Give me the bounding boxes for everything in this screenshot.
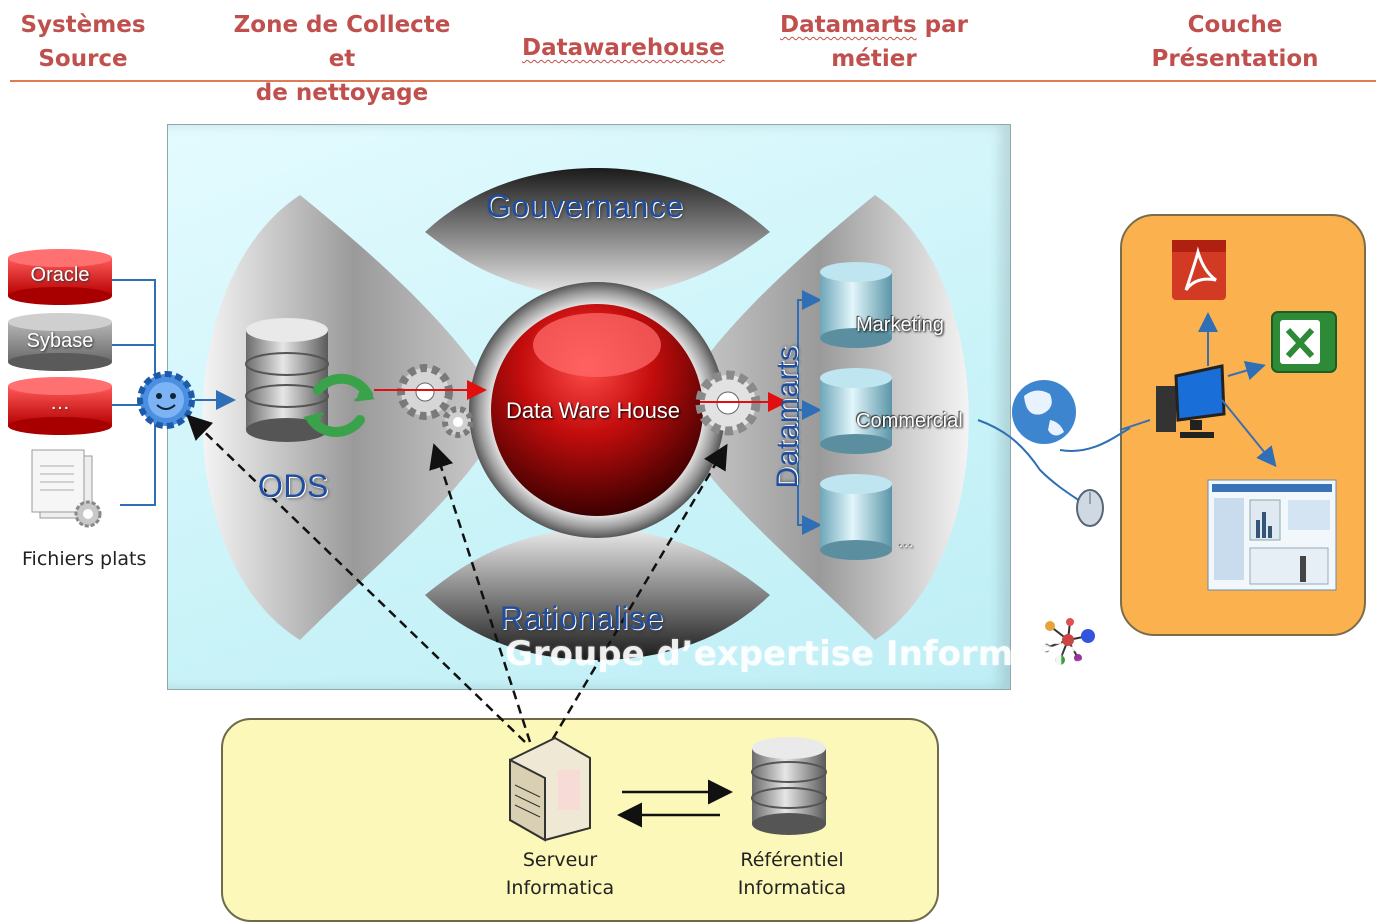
server-label-line2: Informatica: [505, 877, 615, 899]
header-source-line2: Source: [38, 46, 128, 72]
rationalise-label: Rationalise: [500, 600, 664, 636]
datamarts-vertical-label: Datamarts: [771, 345, 804, 489]
network-icon: [1041, 618, 1095, 665]
sybase-database-icon: [8, 313, 112, 371]
sybase-label: Sybase: [26, 330, 94, 352]
excel-icon: [1271, 311, 1337, 373]
wedge-left: [202, 195, 505, 640]
wedge-top: [425, 168, 770, 300]
header-presentation-line2: Présentation: [1151, 46, 1319, 72]
source-other: …: [8, 380, 112, 436]
header-dwh: Datawarehouse: [522, 31, 725, 65]
other-datamart-label: …: [898, 534, 914, 551]
repository-database-icon: [751, 737, 827, 835]
datamart-connector: [797, 290, 822, 535]
repository-label-line2: Informatica: [737, 877, 847, 899]
blue-gear-icon: [137, 371, 195, 429]
pdf-icon: [1172, 240, 1226, 300]
other-source-label: …: [50, 392, 70, 414]
server-icon: [509, 736, 591, 842]
sync-arrows-bottom: [617, 779, 733, 828]
datamart-marketing-database-icon: [820, 262, 892, 348]
mouse-icon: [1076, 489, 1104, 527]
header-datamarts-line2: métier: [831, 46, 917, 72]
globe-icon: [1012, 380, 1076, 444]
computer-icon: [1156, 364, 1226, 438]
header-source: Systèmes Source: [18, 8, 148, 76]
header-datamarts: Datamarts par métier: [778, 8, 970, 76]
repository-label-line1: Référentiel: [740, 849, 844, 871]
source-sybase: Sybase: [8, 316, 112, 372]
server-label: Serveur Informatica: [480, 846, 640, 902]
datamart-other-database-icon: [820, 474, 892, 560]
other-database-icon: [8, 377, 112, 435]
commercial-label: Commercial: [856, 410, 963, 432]
server-label-line1: Serveur: [522, 849, 598, 871]
header-presentation-line1: Couche: [1187, 12, 1283, 38]
header-collect-line2: de nettoyage: [255, 80, 429, 106]
oracle-label: Oracle: [30, 264, 90, 286]
header-collect: Zone de Collecte et de nettoyage: [222, 8, 462, 110]
marketing-label: Marketing: [856, 314, 944, 336]
wedge-bottom: [425, 525, 770, 660]
header-collect-line1: Zone de Collecte et: [233, 12, 451, 72]
flat-files-label: Fichiers plats: [22, 548, 147, 570]
datamart-commercial-database-icon: [820, 368, 892, 454]
control-arrows: [186, 414, 728, 753]
header-divider: [10, 80, 1376, 82]
ods-database-icon: [245, 318, 329, 442]
sync-arrows-icon: [303, 373, 375, 437]
header-datamarts-line1: Datamarts par: [778, 8, 970, 42]
dwh-label: Data Ware House: [506, 398, 681, 423]
gear-icon: [397, 364, 474, 438]
header-presentation: Couche Présentation: [1150, 8, 1320, 76]
header-datamarts-word: Datamarts: [780, 12, 917, 38]
gouvernance-label: Gouvernance: [486, 188, 684, 224]
presentation-arrows: [1119, 312, 1277, 468]
watermark-text: Groupe d’expertise Informatica: [505, 634, 1108, 674]
source-oracle: Oracle: [8, 250, 112, 306]
document-icon: [31, 449, 102, 528]
oracle-database-icon: [8, 249, 112, 305]
header-source-line1: Systèmes: [20, 12, 146, 38]
report-icon: [1207, 479, 1337, 591]
repository-label: Référentiel Informatica: [712, 846, 872, 902]
ods-label: ODS: [258, 468, 329, 504]
globe-cable: [977, 419, 1091, 509]
diagram-graphics: [8, 168, 1337, 842]
header-dwh-label: Datawarehouse: [522, 35, 725, 61]
header-datamarts-par: par: [916, 12, 968, 38]
